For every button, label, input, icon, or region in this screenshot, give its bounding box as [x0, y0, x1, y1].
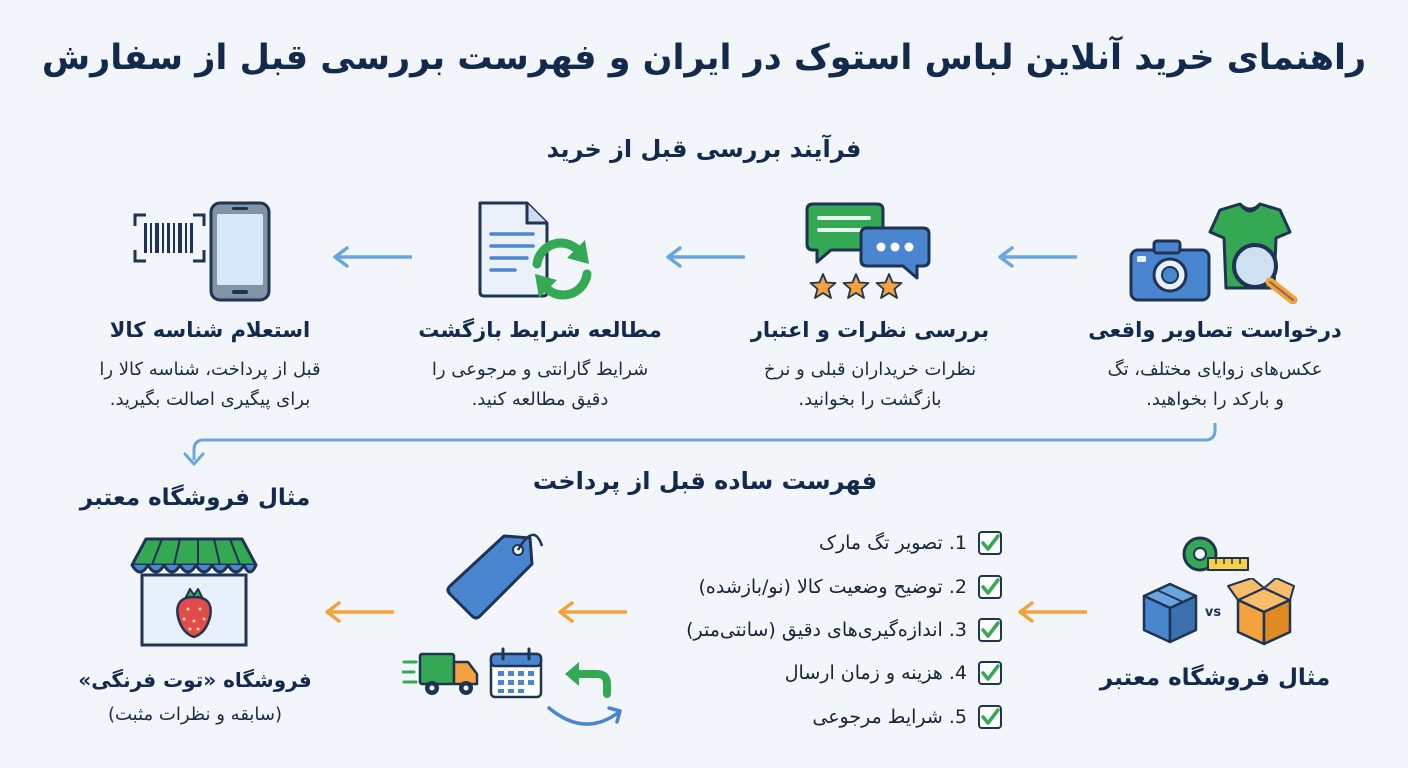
flow-arrow-2	[666, 246, 745, 268]
checkbox-icon[interactable]	[977, 704, 1003, 730]
checkbox-icon[interactable]	[977, 574, 1003, 600]
tape-measure-icon	[1182, 536, 1249, 572]
step-2-title: بررسی نظرات و اعتبار	[750, 318, 990, 342]
tag-icon	[446, 533, 544, 620]
store-left-heading: مثال فروشگاه معتبر	[79, 485, 311, 511]
step-3-title: مطالعه شرایط بازگشت	[418, 318, 662, 342]
checklist-title: فهرست ساده قبل از پرداخت	[532, 467, 878, 495]
truck-icon	[402, 652, 479, 695]
checklist-item-4[interactable]: 4. هزینه و زمان ارسال	[643, 656, 1003, 690]
calendar-icon	[489, 647, 543, 699]
barcode-icon	[133, 213, 206, 263]
magnifier-icon	[1232, 243, 1298, 304]
store-left-note: (سابقه و نظرات مثبت)	[107, 704, 283, 725]
step-1-title: درخواست تصاویر واقعی	[1088, 318, 1342, 342]
process-title: فرآیند بررسی قبل از خرید	[546, 135, 862, 163]
checklist-item-1[interactable]: 1. تصویر تگ مارک	[643, 526, 1003, 560]
document-icon	[478, 201, 549, 298]
camera-icon	[1129, 239, 1211, 302]
checklist-item-label: 2. توضیح وضعیت کالا (نو/بازشده)	[698, 576, 968, 598]
checkbox-icon[interactable]	[977, 660, 1003, 686]
store-left-name: فروشگاه «توت فرنگی»	[78, 668, 312, 692]
flow-arrow-3	[333, 246, 412, 268]
chat-bubbles-icon	[805, 202, 931, 280]
step-1-desc: عکس‌های زوایای مختلف، تگ و بارکد را بخوا…	[1107, 359, 1323, 410]
checklist-item-label: 4. هزینه و زمان ارسال	[784, 662, 967, 684]
section-connector-arrow	[183, 423, 1217, 466]
phone-icon	[209, 201, 271, 302]
step-3-desc: شرایط گارانتی و مرجوعی را دقیق مطالعه کن…	[431, 359, 649, 410]
page-title: راهنمای خرید آنلاین لباس استوک در ایران …	[41, 38, 1367, 78]
checklist-arrow-left	[325, 601, 394, 623]
step-4-title: استعلام شناسه کالا	[109, 318, 311, 342]
return-arrow-icon	[547, 662, 622, 726]
checklist-item-3[interactable]: 3. اندازه‌گیری‌های دقیق (سانتی‌متر)	[643, 613, 1003, 647]
stars-icon	[809, 273, 903, 299]
refresh-icon	[532, 238, 592, 300]
checklist-arrow-right	[1018, 601, 1087, 623]
step-2-desc: نظرات خریداران قبلی و نرخ بازگشت را بخوا…	[763, 359, 977, 410]
vs-label: vs	[1204, 605, 1222, 620]
checklist-item-5[interactable]: 5. شرایط مرجوعی	[643, 700, 1003, 734]
checkbox-icon[interactable]	[977, 530, 1003, 556]
checklist-arrow-middle	[558, 601, 627, 623]
checklist-item-label: 5. شرایط مرجوعی	[812, 706, 967, 728]
boxes-icon	[1142, 578, 1295, 646]
step-4-desc: قبل از پرداخت، شناسه کالا را برای پیگیری…	[99, 359, 321, 410]
checklist-item-2[interactable]: 2. توضیح وضعیت کالا (نو/بازشده)	[643, 570, 1003, 604]
storefront-icon	[130, 537, 258, 647]
store-right-heading: مثال فروشگاه معتبر	[1099, 665, 1331, 691]
flow-arrow-1	[998, 246, 1077, 268]
checklist-item-label: 3. اندازه‌گیری‌های دقیق (سانتی‌متر)	[686, 619, 967, 641]
checkbox-icon[interactable]	[977, 617, 1003, 643]
checklist-item-label: 1. تصویر تگ مارک	[818, 532, 967, 554]
